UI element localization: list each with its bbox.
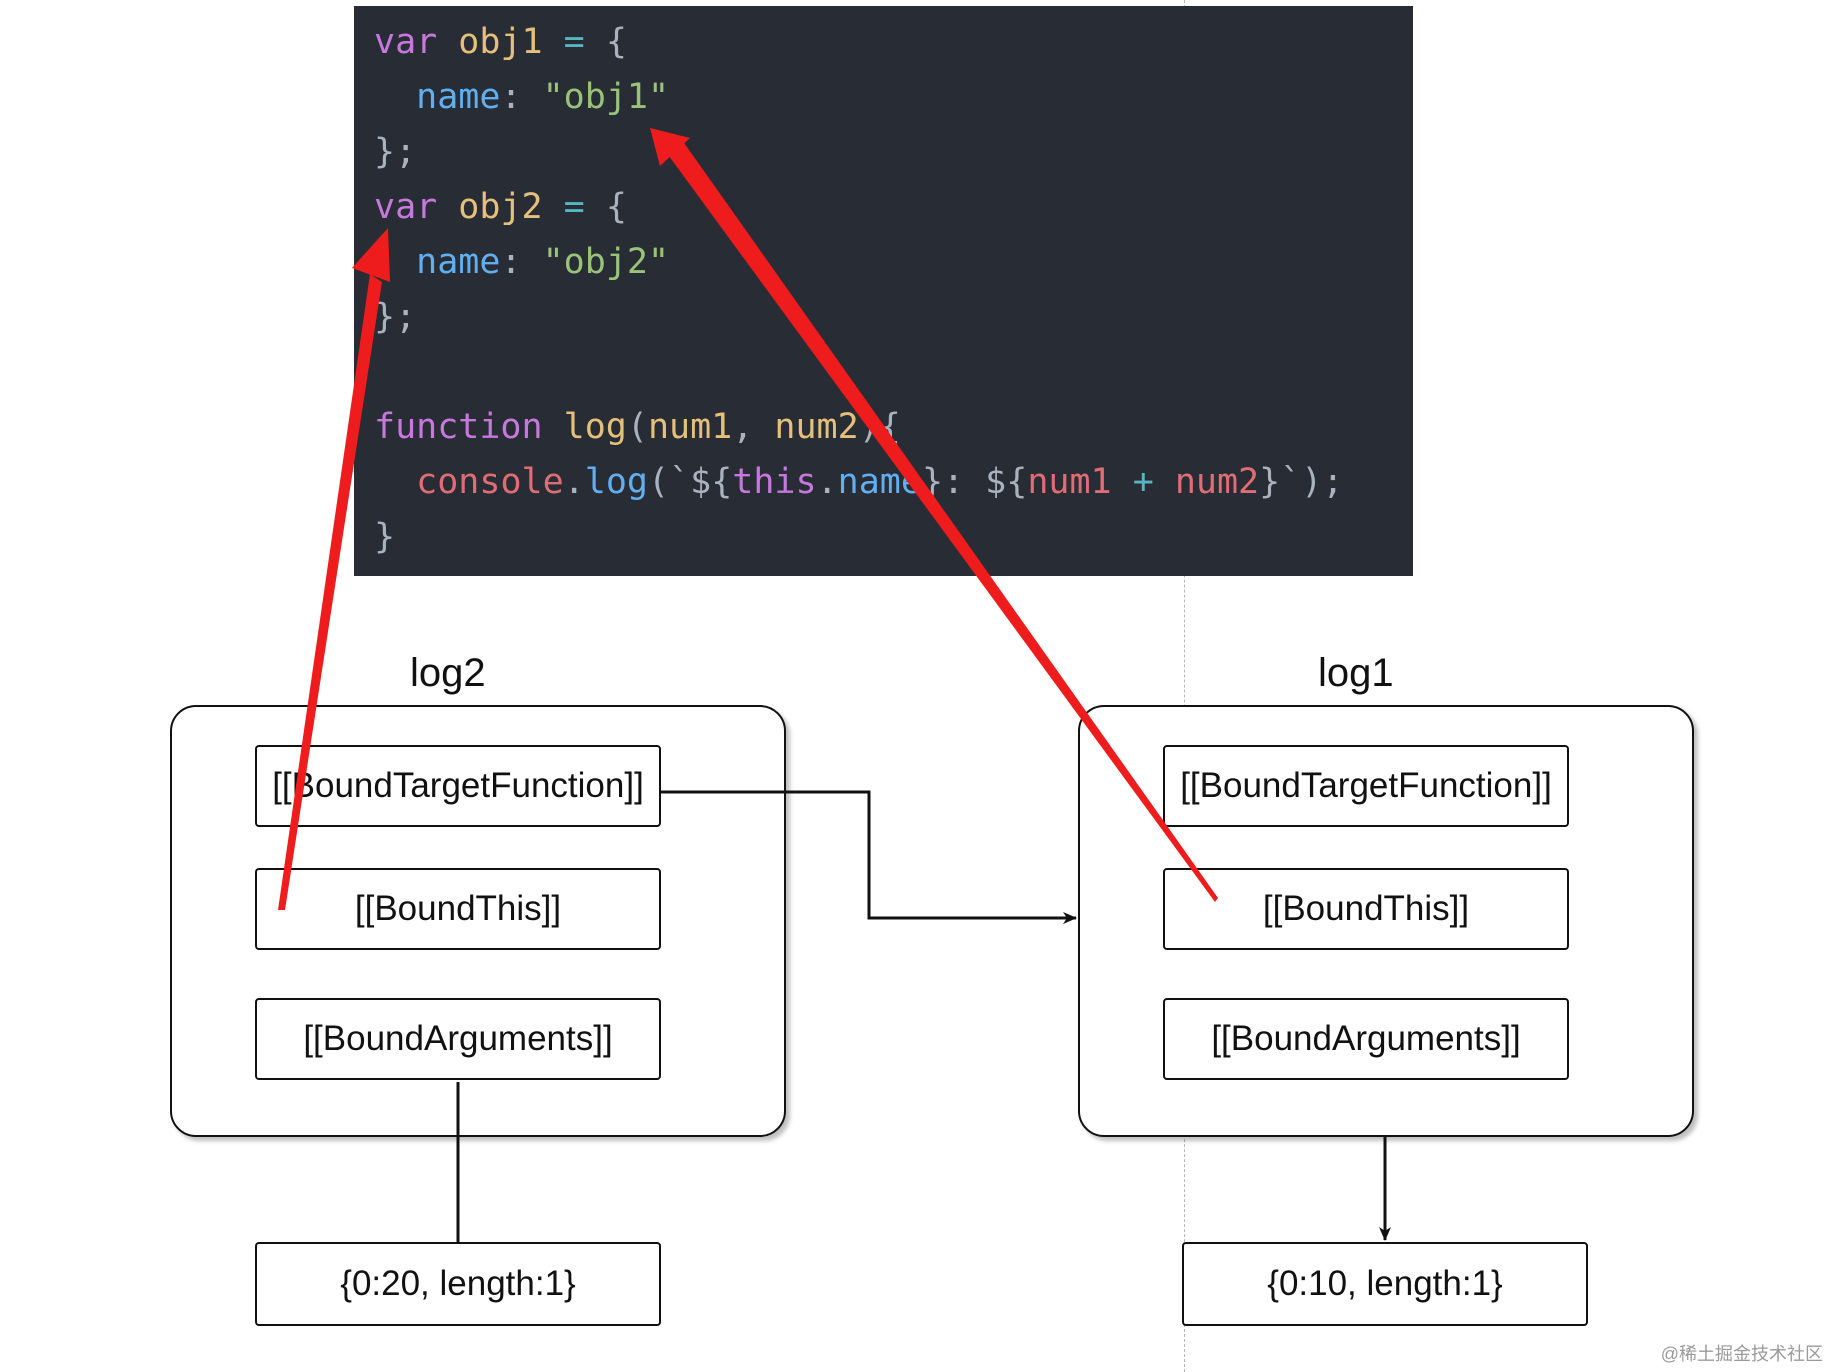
- log2-bound-arguments: [[BoundArguments]]: [255, 998, 661, 1080]
- code-token: +: [1132, 462, 1154, 502]
- code-line-9: console.log(`${this.name}: ${num1 + num2…: [374, 462, 1343, 502]
- log1-bound-target-function: [[BoundTargetFunction]]: [1163, 745, 1569, 827]
- code-token: .: [563, 462, 585, 502]
- code-token: :: [500, 242, 522, 282]
- code-token: var: [374, 22, 438, 62]
- red-arrow-log1-this-head: [650, 128, 690, 166]
- code-token: obj1: [458, 22, 543, 62]
- code-token: {: [605, 22, 627, 62]
- code-token: (: [626, 407, 648, 447]
- watermark: @稀土掘金技术社区: [1660, 1344, 1823, 1364]
- code-token: num1: [647, 407, 733, 447]
- code-line-6: };: [374, 297, 416, 337]
- code-token: "obj1": [542, 77, 670, 117]
- code-token: log: [584, 462, 648, 502]
- code-line-5: name: "obj2": [374, 242, 669, 282]
- code-line-1: var obj1 = {: [374, 22, 627, 62]
- log2-bound-target-function: [[BoundTargetFunction]]: [255, 745, 661, 827]
- code-panel: var obj1 = { name: "obj1" }; var obj2 = …: [354, 6, 1413, 576]
- code-token: this: [732, 462, 817, 502]
- log1-bound-this: [[BoundThis]]: [1163, 868, 1569, 950]
- code-token: }`);: [1259, 462, 1344, 502]
- log2-title: log2: [410, 651, 486, 695]
- code-token: =: [563, 187, 585, 227]
- code-line-2: name: "obj1": [374, 77, 669, 117]
- code-token: console: [416, 462, 564, 502]
- red-arrow-log2-this-shaft: [278, 274, 382, 910]
- code-token: ${: [690, 462, 733, 502]
- code-token: function: [374, 407, 543, 447]
- red-arrow-log2-this-head: [352, 228, 390, 282]
- code-line-10: }: [374, 517, 395, 557]
- code-token: name: [416, 242, 501, 282]
- code-token: num1: [1027, 462, 1112, 502]
- code-token: name: [416, 77, 501, 117]
- code-token: :: [500, 77, 522, 117]
- divider-dashed-line: [1184, 0, 1185, 1372]
- code-token: {: [605, 187, 627, 227]
- red-arrow-log1-this-shaft: [666, 140, 1218, 902]
- code-token: }: [374, 517, 396, 557]
- code-token: (`: [647, 462, 691, 502]
- code-token: "obj2": [542, 242, 670, 282]
- code-token: num2: [1174, 462, 1260, 502]
- log1-bound-arguments: [[BoundArguments]]: [1163, 998, 1569, 1080]
- code-line-3: };: [374, 132, 416, 172]
- log1-arguments-value: {0:10, length:1}: [1182, 1242, 1588, 1326]
- code-line-8: function log(num1, num2){: [374, 407, 901, 447]
- log2-arguments-value: {0:20, length:1}: [255, 1242, 661, 1326]
- code-token: };: [374, 297, 417, 337]
- log1-title: log1: [1318, 651, 1394, 695]
- target-function-connector: [661, 790, 1077, 924]
- code-token: =: [563, 22, 585, 62]
- code-token: };: [374, 132, 417, 172]
- code-token: .: [816, 462, 838, 502]
- code-token: var: [374, 187, 438, 227]
- code-line-4: var obj2 = {: [374, 187, 627, 227]
- code-token: ,: [732, 407, 754, 447]
- log2-bound-this: [[BoundThis]]: [255, 868, 661, 950]
- code-token: obj2: [458, 187, 543, 227]
- code-token: num2: [774, 407, 859, 447]
- code-token: log: [563, 407, 627, 447]
